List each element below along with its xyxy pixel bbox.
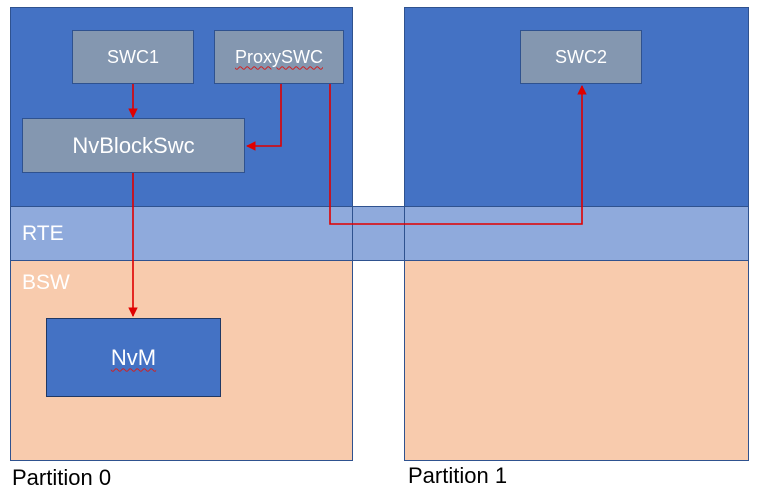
proxy-swc-label: ProxySWC [234, 46, 323, 67]
rte-band-partition-0 [10, 206, 353, 261]
proxy-swc-box: ProxySWC [214, 30, 344, 84]
nvm-box: NvM [46, 318, 221, 397]
rte-label: RTE [22, 222, 64, 245]
swc2-box: SWC2 [520, 30, 642, 84]
rte-band-partition-1 [404, 206, 749, 261]
swc2-label: SWC2 [554, 46, 607, 67]
bsw-label: BSW [22, 271, 70, 294]
partition-1-label: Partition 1 [408, 463, 508, 488]
swc1-label: SWC1 [106, 46, 159, 67]
nv-block-swc-label: NvBlockSwc [72, 132, 195, 158]
swc1-box: SWC1 [72, 30, 194, 84]
partition-1-bsw-region [404, 260, 749, 461]
nv-block-swc-box: NvBlockSwc [22, 118, 245, 173]
nvm-label: NvM [110, 344, 157, 370]
partition-0-label: Partition 0 [12, 465, 112, 490]
rte-band-bridge [352, 206, 405, 261]
